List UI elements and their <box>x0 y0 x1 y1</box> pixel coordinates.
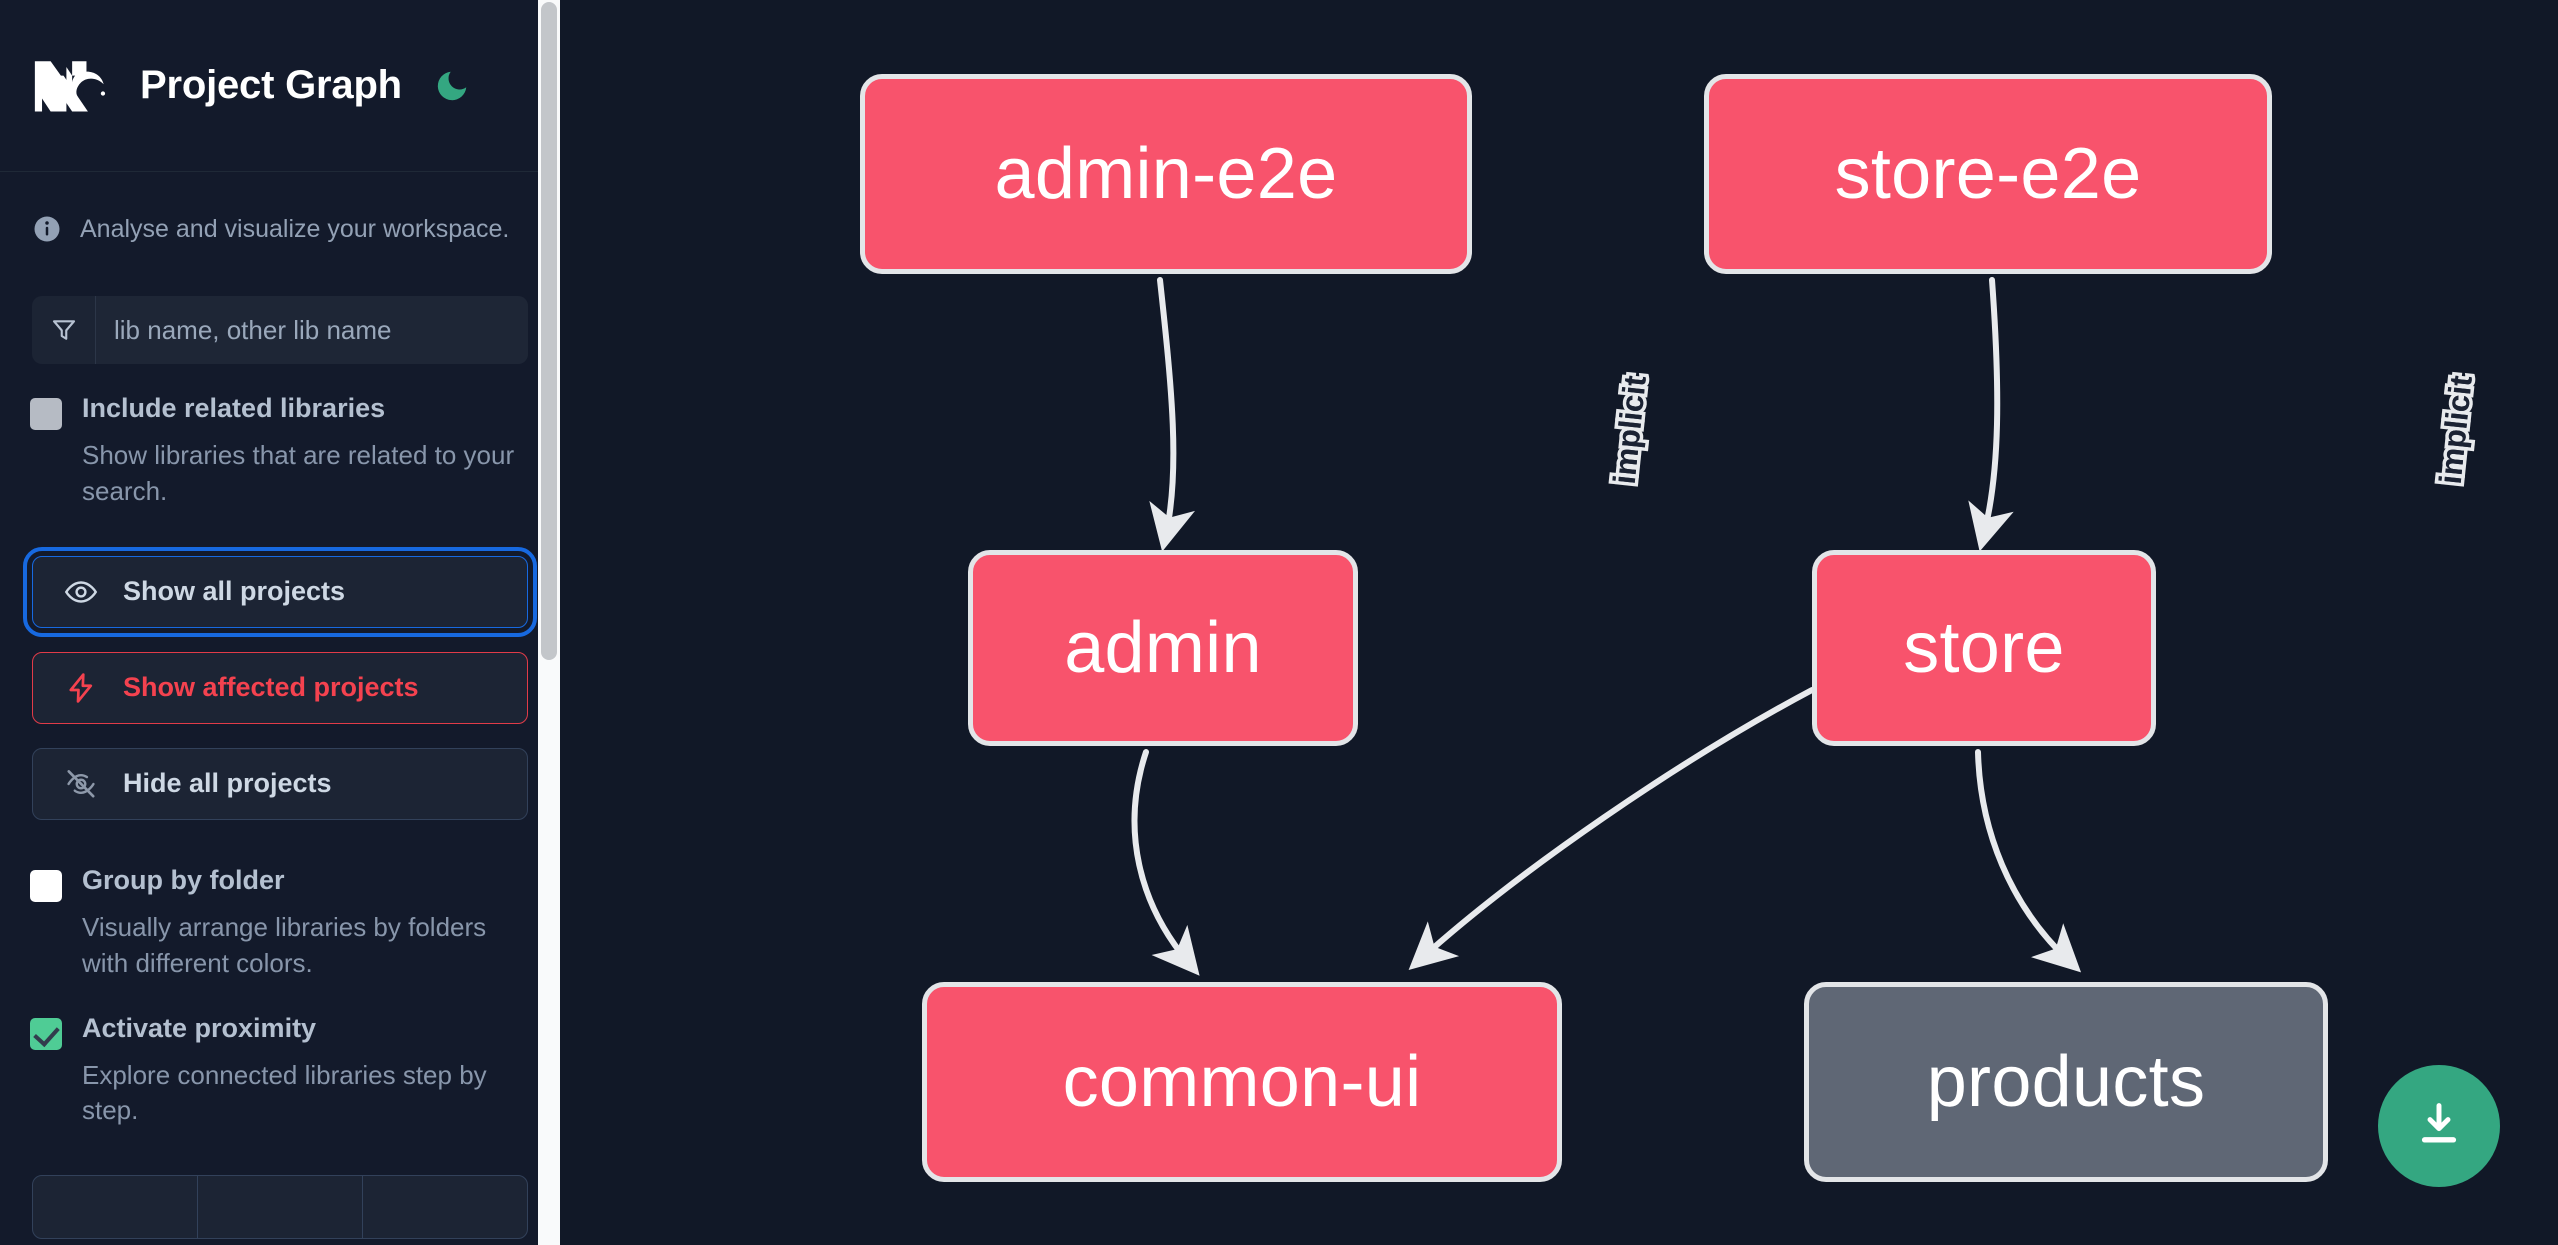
download-icon <box>2412 1098 2466 1155</box>
sidebar-scrollbar-thumb[interactable] <box>541 2 557 660</box>
info-circle-icon <box>32 214 62 244</box>
graph-node-admin[interactable]: admin <box>968 550 1358 746</box>
option-row[interactable]: Include related libraries <box>30 393 528 430</box>
graph-node-label: store <box>1903 608 2065 688</box>
hide-all-projects-label: Hide all projects <box>123 768 332 799</box>
graph-node-products[interactable]: products <box>1804 982 2328 1182</box>
graph-node-label: admin-e2e <box>994 134 1338 214</box>
group-by-folder-checkbox[interactable] <box>30 869 62 902</box>
proximity-step-segmented-control[interactable] <box>32 1175 528 1240</box>
download-graph-button[interactable] <box>2378 1065 2500 1187</box>
include-related-checkbox[interactable] <box>30 398 62 430</box>
edge-admin-e2e-to-admin <box>1149 277 1196 552</box>
tagline-row: Analyse and visualize your workspace. <box>0 172 560 244</box>
segment-3[interactable] <box>363 1176 527 1238</box>
activate-proximity-checkbox[interactable] <box>30 1017 62 1050</box>
moon-icon[interactable] <box>430 64 474 108</box>
option-activate-proximity: Activate proximity Explore connected lib… <box>0 982 560 1130</box>
segment-2[interactable] <box>198 1176 363 1239</box>
graph-node-label: admin <box>1064 608 1262 688</box>
option-row[interactable]: Activate proximity <box>30 1012 528 1050</box>
eye-icon <box>63 574 99 610</box>
eye-off-icon <box>63 766 99 802</box>
show-affected-projects-button[interactable]: Show affected projects <box>32 651 528 724</box>
graph-node-store[interactable]: store <box>1812 550 2156 746</box>
sidebar-scrollbar-track[interactable] <box>538 0 560 1245</box>
activate-proximity-label: Activate proximity <box>82 1012 317 1043</box>
segment-1[interactable] <box>33 1176 198 1239</box>
project-visibility-buttons: Show all projects Show affected projects <box>0 546 560 820</box>
edge-label-implicit-store-fg: implicit <box>2433 374 2479 486</box>
graph-node-common-ui[interactable]: common-ui <box>922 982 1562 1182</box>
graph-node-admin-e2e[interactable]: admin-e2e <box>860 74 1472 274</box>
graph-node-store-e2e[interactable]: store-e2e <box>1704 74 2272 274</box>
nx-logo-icon <box>32 55 118 117</box>
edge-store-e2e-to-store <box>1968 277 2014 552</box>
show-all-projects-label: Show all projects <box>123 576 346 607</box>
edge-label-implicit-admin-fg: implicit <box>1607 374 1653 486</box>
include-related-label: Include related libraries <box>82 393 386 423</box>
funnel-filter-icon[interactable] <box>32 296 96 364</box>
sidebar-header: Project Graph <box>0 0 560 172</box>
graph-canvas[interactable]: implicit implicit implicit implicit admi… <box>560 0 2558 1245</box>
group-by-folder-description: Visually arrange libraries by folders wi… <box>82 911 487 978</box>
include-related-description: Show libraries that are related to your … <box>82 440 515 506</box>
tagline-text: Analyse and visualize your workspace. <box>80 214 510 243</box>
graph-node-label: common-ui <box>1062 1042 1422 1122</box>
graph-node-label: store-e2e <box>1834 134 2142 214</box>
hide-all-projects-button[interactable]: Hide all projects <box>32 747 528 820</box>
search-input[interactable] <box>96 296 528 364</box>
edge-store-to-common-ui <box>1408 687 1815 971</box>
graph-edges: implicit implicit implicit implicit <box>1131 277 2482 976</box>
sidebar-content: Project Graph Analyse and visualize your… <box>0 0 560 1245</box>
lightning-bolt-icon <box>63 670 99 706</box>
edge-admin-to-common-ui <box>1131 749 1200 976</box>
edge-store-to-products <box>1975 749 2082 973</box>
option-group-by-folder: Group by folder Visually arrange librari… <box>0 844 560 982</box>
page-title: Project Graph <box>140 63 402 107</box>
group-by-folder-label: Group by folder <box>82 864 285 895</box>
search-filter-row <box>32 296 528 364</box>
option-row[interactable]: Group by folder <box>30 864 528 902</box>
option-include-related: Include related libraries Show libraries… <box>0 364 560 510</box>
sidebar: Project Graph Analyse and visualize your… <box>0 0 560 1245</box>
show-all-projects-button[interactable]: Show all projects <box>23 546 537 637</box>
graph-node-label: products <box>1926 1042 2206 1122</box>
show-affected-projects-label: Show affected projects <box>123 672 419 703</box>
activate-proximity-description: Explore connected libraries step by step… <box>82 1059 487 1126</box>
